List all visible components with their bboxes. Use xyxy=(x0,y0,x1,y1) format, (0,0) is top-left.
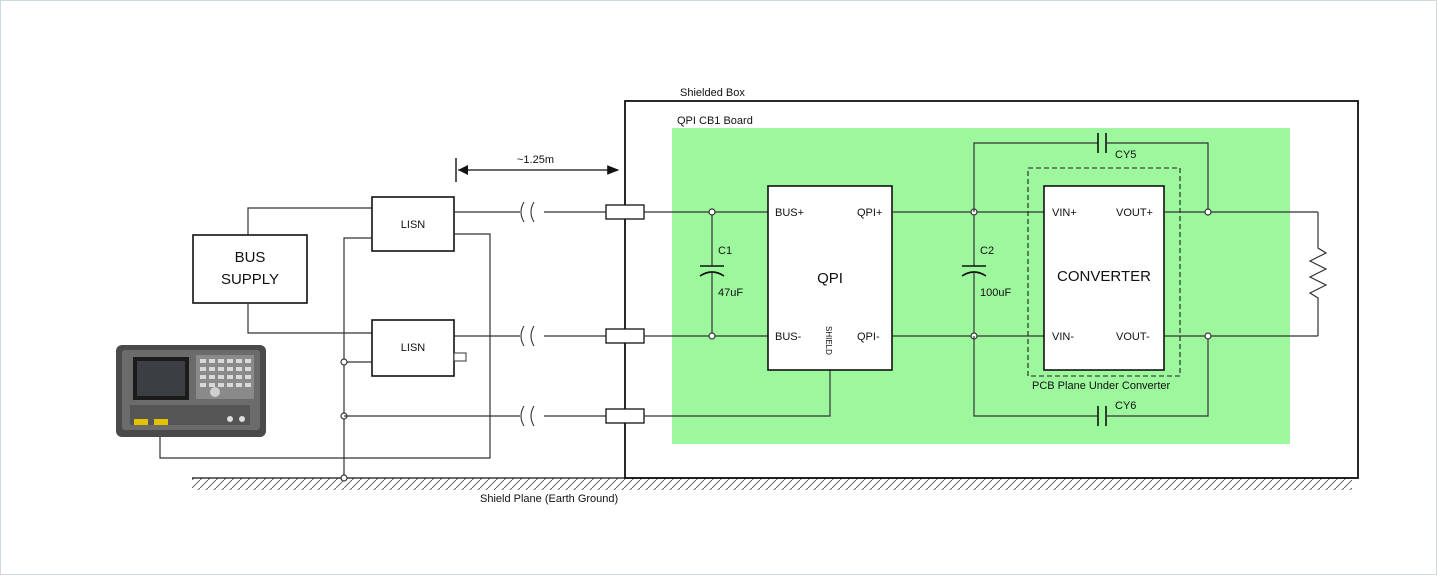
node-lisn-ground-1 xyxy=(340,358,348,366)
distance-label: ~1.25m xyxy=(517,154,554,166)
board-label: QPI CB1 Board xyxy=(677,115,753,127)
shield-wire xyxy=(644,370,831,417)
pcb-plane-outline xyxy=(1027,167,1181,377)
shielded-box-label: Shielded Box xyxy=(680,87,745,99)
cable-break-marks xyxy=(520,201,535,427)
supply-wire-top xyxy=(247,207,372,235)
lisn-top-box xyxy=(371,196,455,252)
ground-label: Shield Plane (Earth Ground) xyxy=(480,493,618,505)
c1-value: 47uF xyxy=(718,287,743,299)
c2-value: 100uF xyxy=(980,287,1011,299)
cy6-wire-right xyxy=(1106,336,1209,417)
lisn-ground-wire xyxy=(343,237,372,478)
qpi-pin-qpi-minus: QPI- xyxy=(857,331,880,343)
feedthrough-shield xyxy=(605,408,645,424)
bus-supply-label-2: SUPPLY xyxy=(221,271,279,288)
converter-pin-vout-minus: VOUT- xyxy=(1116,331,1150,343)
converter-pin-vin-plus: VIN+ xyxy=(1052,207,1077,219)
bus-supply-box xyxy=(192,234,308,304)
spectrum-analyzer-icon xyxy=(116,345,266,437)
pcb-plane-label: PCB Plane Under Converter xyxy=(1032,380,1171,392)
resistor-icon xyxy=(1308,212,1328,336)
cy5-wire-right xyxy=(1106,142,1209,212)
qpi-pin-bus-minus: BUS- xyxy=(775,331,802,343)
qpi-pin-bus-plus: BUS+ xyxy=(775,207,804,219)
qpi-pin-shield: SHIELD xyxy=(824,326,833,355)
distance-arrow-head xyxy=(458,165,468,175)
cy6-wire-left xyxy=(973,336,1098,417)
qpi-board xyxy=(672,128,1290,444)
qpi-pin-qpi-plus: QPI+ xyxy=(857,207,882,219)
lisn-bottom-box xyxy=(371,319,455,377)
node-vout-plus xyxy=(1204,208,1212,216)
analyzer-wire xyxy=(159,233,491,459)
ground-hatch xyxy=(192,478,1352,490)
node-vout-minus xyxy=(1204,332,1212,340)
converter-label: CONVERTER xyxy=(1057,268,1151,285)
feedthrough-minus xyxy=(605,328,645,344)
cy5-label: CY5 xyxy=(1115,149,1136,161)
lisn-bottom-terminator xyxy=(453,352,467,362)
node-earth xyxy=(340,474,348,482)
cy6-label: CY6 xyxy=(1115,400,1136,412)
c2-label: C2 xyxy=(980,245,994,257)
node-c1-bottom xyxy=(708,332,716,340)
lisn-bottom-label: LISN xyxy=(401,342,426,354)
cy5-wire-left xyxy=(973,142,1098,212)
qpi-label: QPI xyxy=(817,270,843,287)
converter-pin-vin-minus: VIN- xyxy=(1052,331,1074,343)
qpi-module xyxy=(767,185,893,371)
converter-pin-vout-plus: VOUT+ xyxy=(1116,207,1153,219)
supply-wire-bottom xyxy=(247,303,372,334)
feedthrough-plus xyxy=(605,204,645,220)
converter-module xyxy=(1043,185,1165,371)
bus-supply-label-1: BUS xyxy=(235,249,266,266)
lisn-top-label: LISN xyxy=(401,219,426,231)
node-c1-top xyxy=(708,208,716,216)
shielded-box xyxy=(624,100,1359,479)
c1-label: C1 xyxy=(718,245,732,257)
